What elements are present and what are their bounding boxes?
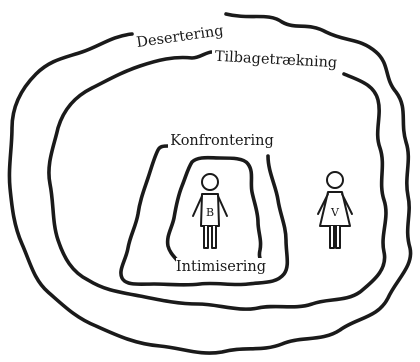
person-b-icon: B xyxy=(192,173,228,249)
person-v-icon: V xyxy=(317,171,353,249)
desertering-ring xyxy=(7,12,413,355)
konfrontering-label: Konfrontering xyxy=(170,133,273,149)
tilbagetraekning-ring xyxy=(47,50,388,311)
person-b-letter: B xyxy=(206,206,214,219)
intimisering-label: Intimisering xyxy=(176,259,266,275)
tilbagetraekning-label: Tilbagetrækning xyxy=(214,49,337,71)
person-v-letter: V xyxy=(330,206,340,219)
konfrontering-ring xyxy=(119,144,290,287)
desertering-label: Desertering xyxy=(135,23,224,51)
intimisering-ring xyxy=(165,155,264,268)
